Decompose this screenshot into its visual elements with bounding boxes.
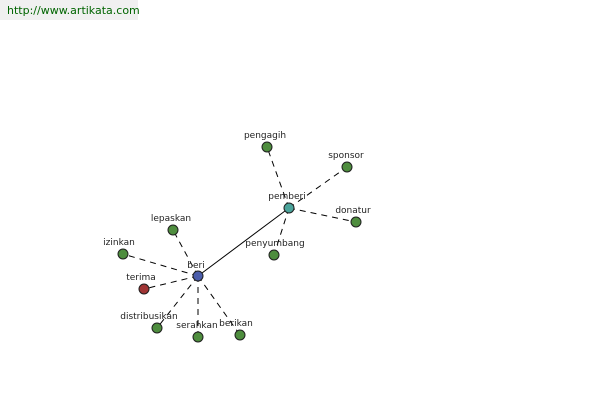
node-serahkan[interactable] — [192, 331, 204, 343]
node-label-donatur[interactable]: donatur — [335, 206, 371, 216]
node-sponsor[interactable] — [341, 161, 353, 173]
node-layer — [117, 141, 362, 343]
node-label-pemberi[interactable]: pemberi — [268, 192, 305, 202]
node-label-lepaskan[interactable]: lepaskan — [151, 214, 191, 224]
node-donatur[interactable] — [350, 216, 362, 228]
edge-beri-lepaskan — [172, 229, 199, 277]
node-pemberi[interactable] — [283, 202, 295, 214]
node-label-berikan[interactable]: berikan — [219, 319, 253, 329]
site-banner: http://www.artikata.com — [0, 0, 140, 20]
node-lepaskan[interactable] — [167, 224, 179, 236]
node-distribusikan[interactable] — [151, 322, 163, 334]
edge-beri-distribusikan — [156, 275, 199, 329]
node-label-sponsor[interactable]: sponsor — [328, 151, 364, 161]
node-label-terima[interactable]: terima — [126, 273, 156, 283]
site-url-link[interactable]: http://www.artikata.com — [7, 4, 140, 17]
node-pengagih[interactable] — [261, 141, 273, 153]
node-terima[interactable] — [138, 283, 150, 295]
node-label-distribusikan[interactable]: distribusikan — [120, 312, 178, 322]
edge-beri-berikan — [197, 275, 241, 336]
edge-beri-izinkan — [122, 253, 199, 277]
node-label-penyumbang[interactable]: penyumbang — [245, 239, 304, 249]
node-label-izinkan[interactable]: izinkan — [103, 238, 135, 248]
edge-layer — [122, 146, 357, 337]
node-izinkan[interactable] — [117, 248, 129, 260]
node-label-serahkan[interactable]: serahkan — [176, 321, 217, 331]
node-label-pengagih[interactable]: pengagih — [244, 131, 286, 141]
edge-pemberi-penyumbang — [273, 207, 290, 256]
node-label-beri[interactable]: beri — [187, 261, 204, 271]
edge-beri-terima — [143, 275, 199, 290]
edge-pemberi-donatur — [288, 207, 357, 223]
edge-beri-pemberi — [197, 207, 290, 277]
node-beri[interactable] — [192, 270, 204, 282]
label-layer: beri pemberi pengagih sponsor donatur penyumb… — [103, 131, 371, 331]
node-berikan[interactable] — [234, 329, 246, 341]
edge-pemberi-sponsor — [288, 166, 348, 209]
node-penyumbang[interactable] — [268, 249, 280, 261]
